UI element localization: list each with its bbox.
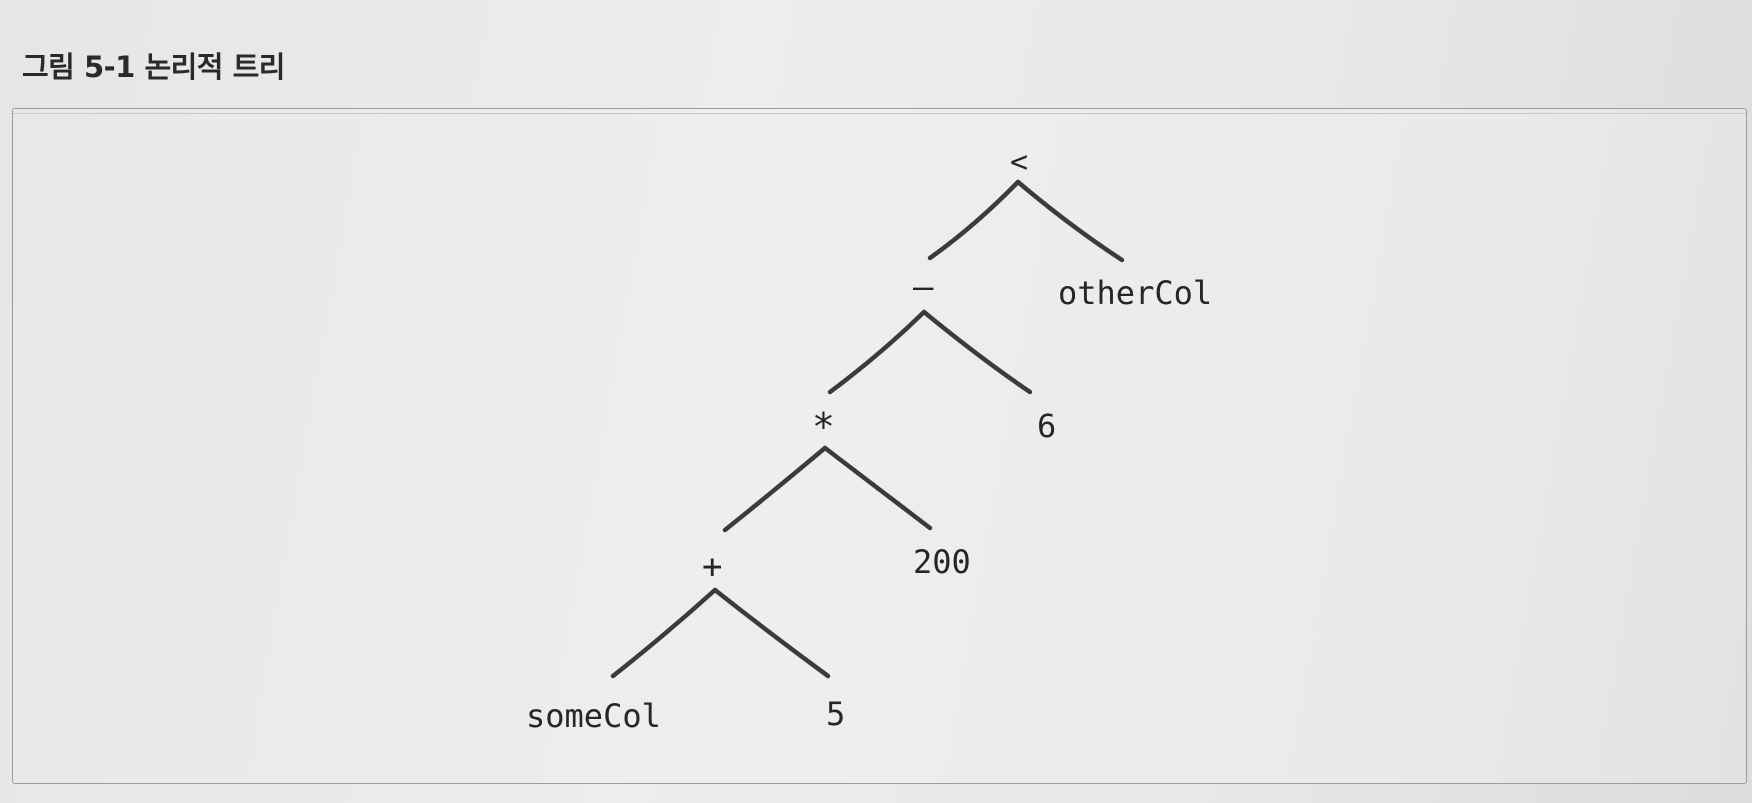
node-othercol: otherCol: [1058, 274, 1212, 312]
edge-minus-times: [827, 309, 927, 395]
node-somecol: someCol: [526, 697, 661, 735]
node-five: 5: [826, 695, 845, 733]
edge-plus-five: [712, 587, 831, 679]
figure-caption: 그림 5-1 논리적 트리: [22, 50, 285, 84]
tree-nodes: < – otherCol * 6 + 200 someCol 5: [526, 145, 1212, 735]
node-200: 200: [913, 543, 971, 581]
edge-times-200: [822, 445, 933, 531]
edge-times-plus: [722, 445, 828, 533]
node-times: *: [812, 405, 835, 449]
figure-frame: [12, 108, 1747, 784]
edge-lt-othercol: [1015, 179, 1125, 263]
node-minus: –: [913, 267, 934, 307]
tree-edges: [610, 179, 1125, 679]
node-plus: +: [702, 547, 722, 587]
node-six: 6: [1037, 407, 1056, 445]
edge-lt-minus: [927, 179, 1021, 261]
node-less-than: <: [1010, 145, 1028, 180]
edge-plus-somecol: [610, 587, 718, 679]
edge-minus-six: [921, 309, 1033, 395]
